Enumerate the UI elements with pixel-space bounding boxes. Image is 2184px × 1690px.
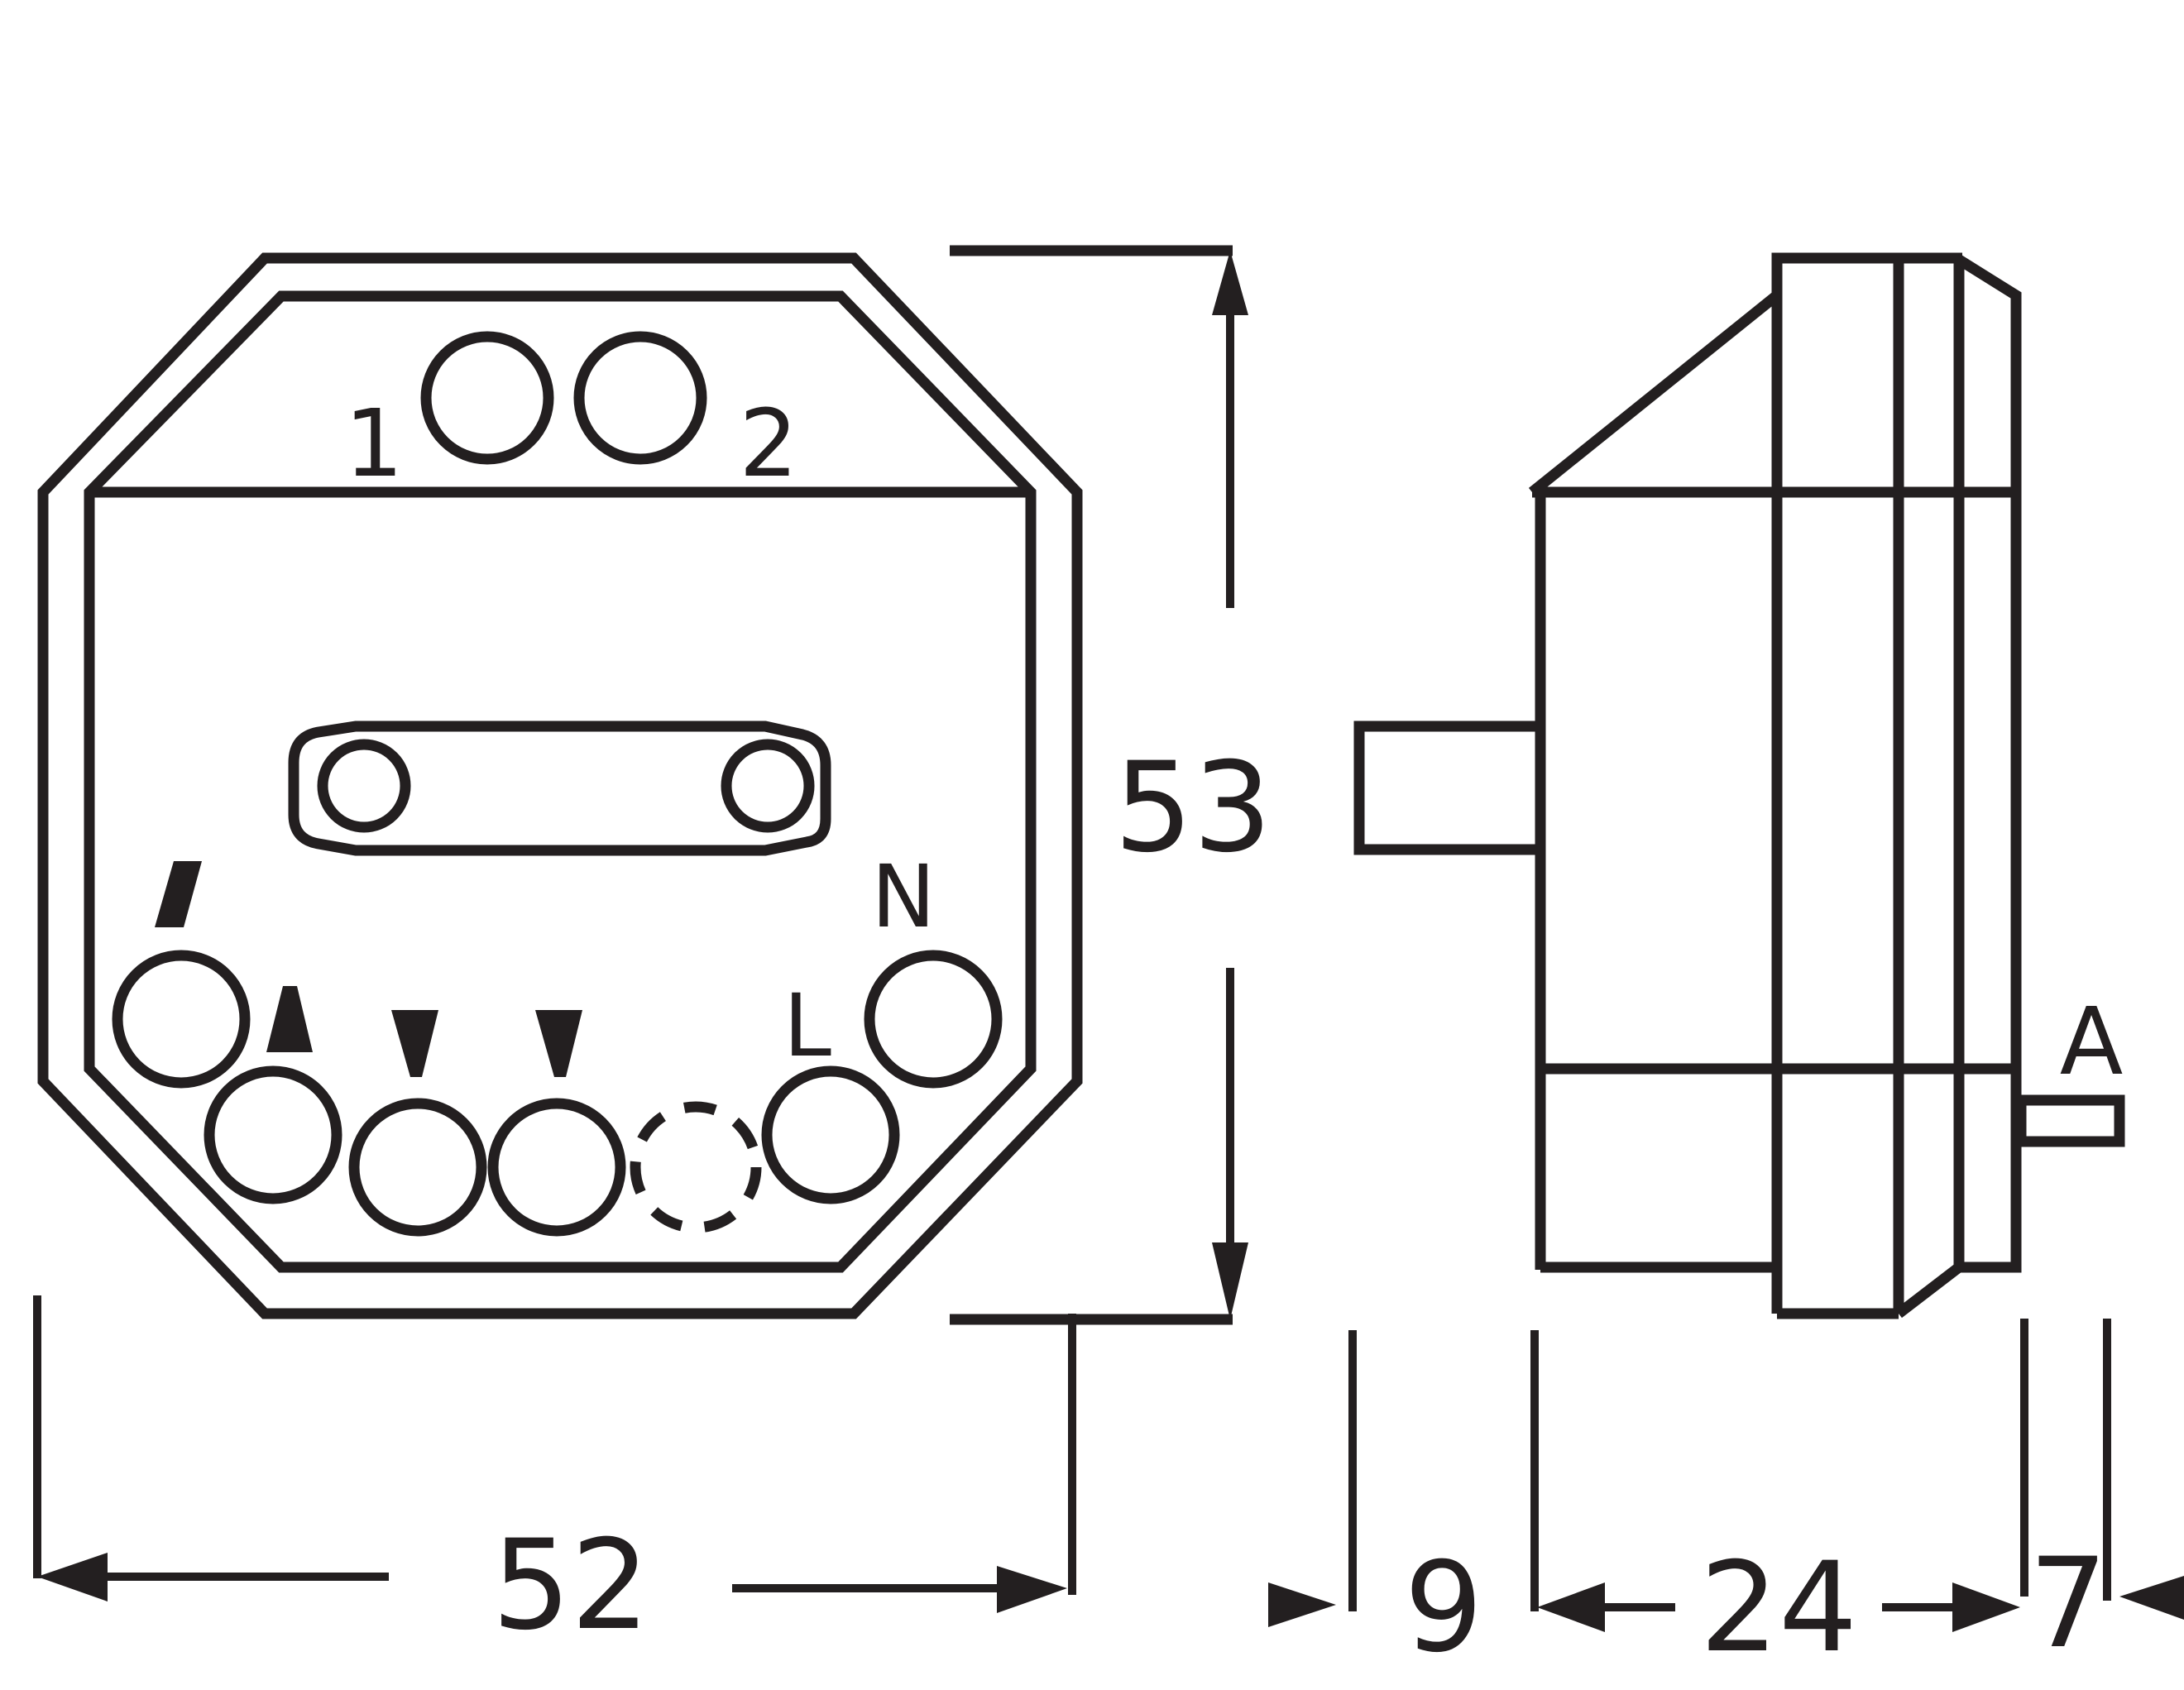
terminal-label-a: A	[2060, 989, 2124, 1096]
side-body-frame	[1771, 252, 1962, 1314]
width-arrow-right	[997, 1566, 1067, 1613]
arrow-up-marker-2	[266, 986, 313, 1052]
terminal-hole-1	[420, 331, 554, 465]
width-dimension: 52	[33, 1295, 1076, 1658]
arrow-down-marker-2	[535, 1010, 582, 1077]
terminal-hole-optional	[630, 1101, 762, 1233]
depth-front-value: 9	[1404, 1536, 1482, 1680]
height-arrow-up	[1212, 251, 1248, 315]
side-terminal-tab	[2015, 1094, 2125, 1147]
side-back-plate	[1895, 253, 2022, 1319]
height-dimension: 53	[950, 245, 1272, 1325]
terminal-hole-2	[573, 331, 707, 465]
width-arrow-left	[37, 1553, 108, 1601]
terminal-hole-n	[864, 950, 1003, 1089]
depth-dimensions: 9 24 7	[1268, 1319, 2184, 1680]
depth-body-arrow-left	[1537, 1582, 1605, 1632]
terminal-label-n: N	[871, 846, 936, 947]
slot-hole-right	[721, 739, 815, 833]
height-dimension-value: 53	[1114, 736, 1272, 880]
terminal-label-1: 1	[344, 390, 403, 498]
arrow-up-marker-1	[155, 861, 202, 927]
mounting-slot	[288, 721, 831, 856]
terminal-hole-3	[112, 950, 251, 1089]
front-inner-outline	[84, 290, 1037, 1273]
depth-body-arrow-right	[1952, 1582, 2020, 1632]
arrow-down-marker-1	[391, 1010, 438, 1077]
front-view: 1 2 N L	[37, 252, 1083, 1319]
depth-body-value: 24	[1700, 1536, 1858, 1680]
terminal-hole-6	[487, 1098, 626, 1237]
depth-front-arrow	[1268, 1582, 1336, 1627]
depth-back-arrow	[2119, 1576, 2184, 1620]
front-outer-outline	[37, 252, 1083, 1319]
side-actuator	[1353, 721, 1546, 855]
height-arrow-down	[1212, 1242, 1248, 1319]
terminal-label-2: 2	[739, 390, 797, 498]
terminal-hole-4	[204, 1065, 342, 1204]
depth-back-value: 7	[2028, 1532, 2107, 1676]
slot-hole-left	[317, 739, 411, 833]
terminal-hole-l	[761, 1065, 900, 1204]
side-chamfer-top	[1528, 290, 1781, 497]
terminal-hole-5	[348, 1098, 487, 1237]
width-dimension-value: 52	[492, 1514, 650, 1658]
side-view: A	[1353, 252, 2125, 1319]
terminal-label-l: L	[783, 975, 831, 1076]
